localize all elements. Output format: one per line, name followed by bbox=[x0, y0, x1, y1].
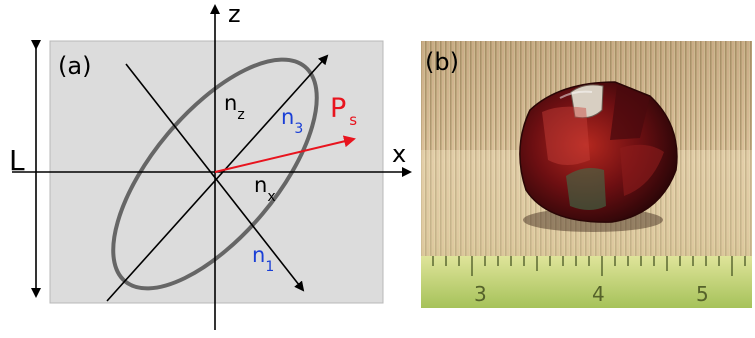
z-axis-label: z bbox=[228, 0, 241, 28]
ruler-number-5: 5 bbox=[696, 282, 709, 306]
ruler bbox=[421, 256, 752, 308]
panel-b-photo: 3 4 5 bbox=[421, 41, 752, 308]
n1-label: n1 bbox=[252, 243, 274, 275]
length-label: L bbox=[9, 144, 25, 177]
nz-label: nz bbox=[224, 91, 245, 123]
panel-a-label: (a) bbox=[58, 52, 91, 80]
nx-label: nx bbox=[254, 173, 276, 205]
ruler-number-3: 3 bbox=[474, 282, 487, 306]
n3-label: n3 bbox=[281, 105, 303, 137]
x-axis-label: x bbox=[392, 140, 406, 168]
ruler-ticks bbox=[432, 256, 746, 276]
panel-b-label: (b) bbox=[425, 48, 459, 76]
polarization-arrow bbox=[214, 135, 356, 173]
ruler-number-4: 4 bbox=[592, 282, 605, 306]
crystal-image bbox=[519, 81, 678, 232]
axis-n3-line bbox=[106, 54, 329, 302]
